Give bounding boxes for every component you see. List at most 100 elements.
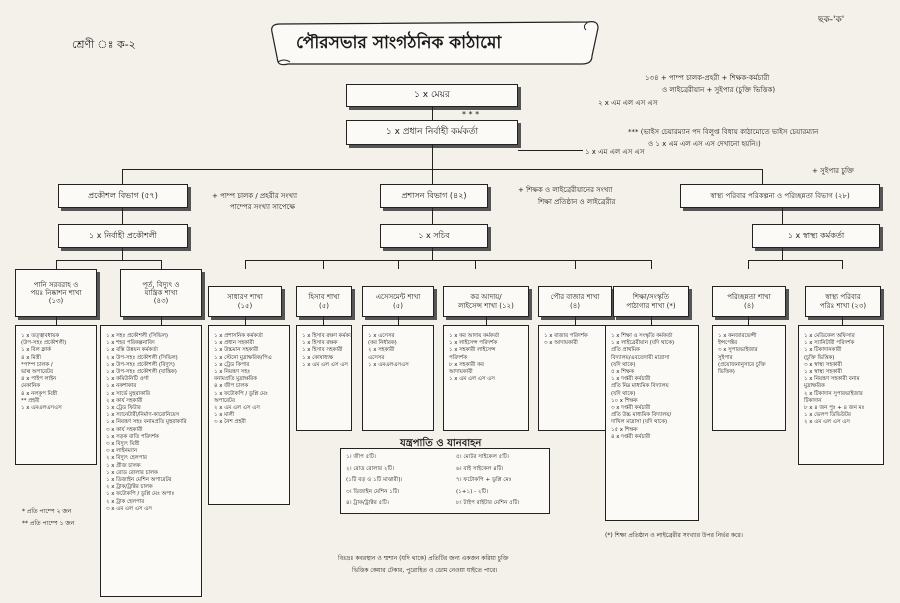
footnote-bottom-2: ভিত্তিক কেয়ার টেকার, পুরোহিত ও ডোম নেওয… <box>352 567 498 574</box>
list-item: প্রতি প্রাথমিক <box>611 347 640 354</box>
list-item: ১ x এসেসর <box>368 333 395 339</box>
list-item: প্রতি নিম্ন মাধ্যমিক বিদ্যালয় <box>611 383 669 390</box>
list-item: ১ x নিয়ন্ত্রণ সহঃ <box>214 369 251 376</box>
list-item: মেকানিক <box>21 383 41 390</box>
list-item: ১ x প্রশাসনিক কর্মকর্তা <box>214 333 263 339</box>
list-item: ভিত্তিক) <box>718 369 735 376</box>
list-item: (কর নির্ধারক) <box>368 340 397 347</box>
list-general: ১ x প্রশাসনিক কর্মকর্তা১ x প্রধান সহকারী… <box>208 325 290 505</box>
list-item: ২ x কার্য সহকারী <box>106 397 143 404</box>
mayor-box: ১ x মেয়র <box>346 84 518 107</box>
list-item: ১ x মালী <box>214 412 235 419</box>
list-item: ১ x এমএলএসএস <box>21 405 62 412</box>
list-item: ১ x কর আদায় কর্মকর্তা <box>449 333 500 339</box>
section-education: শিক্ষা/সংস্কৃতিপাঠাগার শাখা (*) <box>613 286 689 317</box>
title-scroll-banner <box>271 21 599 66</box>
list-item: ৩ x বিদ্যুৎ মিস্ত্রী <box>106 441 140 448</box>
list-item: ১ x হিসাব রক্ষণ কর্মকর্তা <box>302 333 352 339</box>
pump-note-1: + পাম্প চালক / প্রহরীর সংখ্যা <box>212 192 298 200</box>
stars-marker: * * * <box>462 110 480 119</box>
vehicle-item: ৩। ডিজাইন মেশিন ১টি। <box>346 488 400 495</box>
list-item: ১ x উপ-সহঃ প্রকৌশলী (বিদ্যুৎ) <box>106 361 175 368</box>
list-item: (প্রয়োজনানুসারে চুক্তি <box>718 361 766 368</box>
list-item: ১ x সহকারী লাইসেন্স <box>449 347 496 354</box>
list-item: ২ x এম এল এস এস <box>804 419 850 426</box>
mlss-note: ১ x এম এল এস এস <box>585 148 645 156</box>
list-item: ৩ x সুপারভাইজার <box>718 347 758 354</box>
list-civil: ১ x সহঃ প্রকৌশলী (সিভিল)১ x শহর পরিকল্পন… <box>100 325 202 597</box>
list-item: ১ x লাইসেন্স পরিদর্শক <box>449 340 498 347</box>
list-item: এসেসর <box>368 354 385 361</box>
section-assessment: এসেসমেন্ট শাখা(৫) <box>362 286 434 317</box>
list-item: ১ x গ্রীজ চালক <box>106 462 141 469</box>
list-item: ১ x স্টেনো মুদ্রাক্ষরিক/পিএ <box>214 354 272 361</box>
list-item: ১ x উপ-সহঃ প্রকৌশলী (যান্ত্রিক) <box>106 369 177 376</box>
vehicles-col-2: ৫। মোটর সাইকেল ৫টি। ৬। বাই সাইকেল ৪টি। ৭… <box>456 452 519 510</box>
list-item: ১ x নিয়ন্ত্রণ সহকারী বনাম <box>804 376 860 383</box>
list-item: ১ x শিক্ষা ও সংস্কৃতি কর্মকর্তা <box>611 333 673 339</box>
vehicle-item: ৭। ফটোকপি + ডুপ্লি মেঃ <box>456 477 512 483</box>
list-item: ১ x কনজারভেন্সী <box>718 333 757 339</box>
list-item: ১ x কমিউনিটি ওর্গা <box>106 376 149 383</box>
section-market: পৌর বাজার শাখা(৪) <box>538 286 612 317</box>
list-item: বনামপ্রতি মুদ্রাক্ষরিক <box>214 376 257 383</box>
vehicles-col-1: ১। জীপ ৫টি। ২। রোড রোলার ২টি। (১টি বড় ও… <box>346 452 403 510</box>
vehicle-item: ৬। বাই সাইকেল ৪টি। <box>456 465 504 472</box>
list-item: পরিদর্শক <box>449 354 467 361</box>
list-item: ১ x ট্রেড কিপার <box>214 361 250 368</box>
section-general: সাধারণ শাখা(১৫) <box>208 286 282 317</box>
list-item: মুদ্রাক্ষরিক <box>804 383 825 390</box>
section-accounts: হিসাব শাখা(৫) <box>296 286 352 317</box>
note-vice-2: ও ১ x এম এল এস এস দেখানো হয়নি।) <box>648 140 761 148</box>
list-water: ১ x তত্ত্বাবধায়ক(উপ-সহঃ প্রকৌশলী)১ x বি… <box>15 325 97 465</box>
head-health: ১ x স্বাস্থ্য কর্মকর্তা <box>752 224 880 248</box>
list-item: ৩ x স্বাস্থ্য সহকারী <box>804 361 843 368</box>
list-item: ১ x হিসাব রক্ষক <box>302 340 338 347</box>
list-item: (উপ-সহঃ প্রকৌশলী) <box>21 340 67 347</box>
list-item: (যদি থাকে) <box>611 361 636 368</box>
dept-admin: প্রশাসন বিভাগ (৪২) <box>380 184 488 208</box>
list-item: ২ x টিকাদান সুপারভাইজার <box>804 390 863 397</box>
list-item: ১ x স্বাস্থ্য সহকারী <box>804 369 843 376</box>
list-item: ১ x এম এল এস এস <box>302 361 348 368</box>
list-item: ১ x ট্রেড ফিটার <box>106 405 141 412</box>
teacher-note-1: + শিক্ষক ও লাইব্রেরীয়ানের সংখ্যা <box>518 186 613 194</box>
list-item: ২ x সহকারী <box>368 347 395 354</box>
list-item: বিদ্যালয়/এবতেদায়ী মাদ্রাসা <box>611 354 670 361</box>
list-item: ১ x এম এল এস এস <box>449 376 495 383</box>
list-accounts: ১ x হিসাব রক্ষণ কর্মকর্তা১ x হিসাব রক্ষক… <box>296 325 352 431</box>
list-item: ১ x ফটোকপি / ডুপ্লি মেঃ <box>214 390 268 397</box>
vehicle-item: (১টি বড় ও ১টি মাঝারী)। <box>346 477 403 483</box>
note-top-1: ১৩৪ + পাম্প চালক-প্রহরী + শিক্ষক-কর্মচার… <box>645 74 770 82</box>
list-item: ২ x বিদ্যুৎ হেলপার <box>106 455 147 462</box>
list-item: ৪ x মিস্ত্রী <box>21 354 41 361</box>
list-item: ১ x সার্ভে মুহুরাকারি <box>106 390 150 397</box>
list-item: ৩ x আদায়কারী <box>544 340 578 347</box>
list-item: ১ x ভেলপ ডিভিউটর <box>804 412 851 419</box>
list-item: প্রতি উচ্চ মাধ্যমিক বিদ্যালয়/ <box>611 412 672 419</box>
list-item: অপারেটর <box>214 397 235 404</box>
list-item: ২ x এম এল এস এস <box>214 405 260 412</box>
list-item: ৮ x সহকারী কর <box>449 361 484 368</box>
section-cleaning: পরিচ্ছন্নতা শাখা(৪) <box>712 286 786 317</box>
footnote-bottom-1: বিঃদ্রঃ কবরস্থান ও শ্মশান (যদি থাকে) প্র… <box>338 555 509 562</box>
list-item: ১৫ x শিক্ষক <box>611 426 638 433</box>
list-item: ৪ x দপ্তরী কর্মচারী <box>611 433 651 440</box>
note-vice-1: *** (ভাইস চেয়ারম্যান পদ বিলুপ্ত বিধায় … <box>628 128 819 136</box>
sweeper-note: + সুইপার চুক্তি <box>812 167 854 175</box>
vehicle-item: ১। জীপ ৫টি। <box>346 454 376 460</box>
list-item: ১ x কোষাধ্যক্ষ <box>302 354 334 361</box>
list-item: ২ x ট্রাক হেলপার <box>106 498 145 505</box>
list-item: ৮ x ৪ জন পুঃ + ৪ জন মঃ <box>804 405 865 412</box>
vehicle-item: ৮। টাইপ রাইটার মেশিন ৫টি। <box>456 500 520 506</box>
list-item: (যদি থাকে) <box>611 390 636 397</box>
list-item: ১ x নকশাকার <box>106 383 137 390</box>
list-item: ৩ x কার্য সহকারী <box>106 426 143 433</box>
teacher-note-2: শিক্ষা প্রতিষ্ঠান ও লাইব্রেরীর <box>538 198 616 206</box>
list-item: দাখিল মাদ্রাসা (যদি থাকে) <box>611 419 668 426</box>
grade-label: শ্রেণী ঃ ক-২ <box>72 38 136 51</box>
